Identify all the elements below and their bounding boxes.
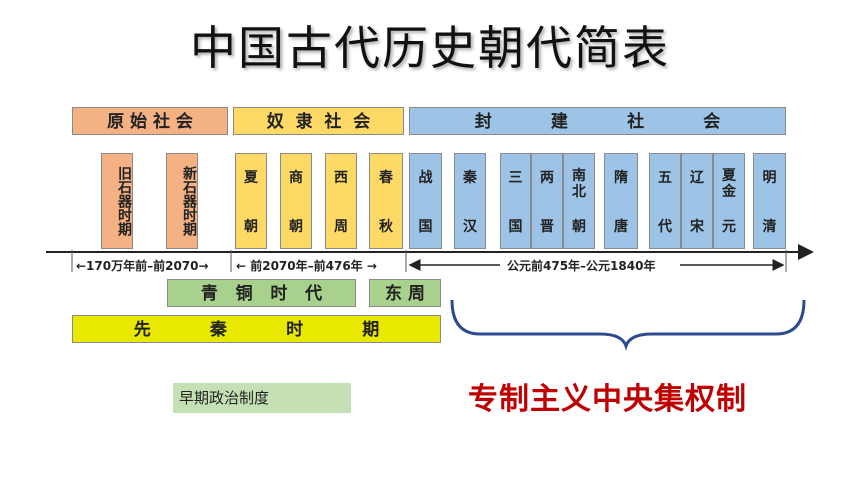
period-label-top: 两: [540, 170, 554, 186]
period-label-bottom: 朝: [289, 219, 303, 235]
period-label-bottom: 唐: [614, 219, 628, 235]
period-label-bottom: 晋: [540, 219, 554, 235]
period-label-top: 辽: [690, 170, 704, 186]
period-wudai: 五 代: [649, 153, 681, 249]
period-xizhou: 西 周: [325, 153, 357, 249]
bronze-age-band: 青 铜 时 代: [167, 279, 356, 307]
range-label-slave: ← 前2070年–前476年 →: [234, 257, 379, 274]
period-xia: 夏 朝: [235, 153, 267, 249]
period-label-bottom: 朝: [572, 219, 586, 235]
dongzhou-band: 东 周: [369, 279, 441, 307]
period-label-bottom: 国: [508, 219, 523, 235]
period-liangjin: 两 晋: [531, 153, 563, 249]
slave-society-band: 奴 隶 社 会: [233, 107, 404, 135]
period-label-top: 夏: [244, 170, 258, 186]
period-label-top: 隋: [614, 170, 628, 186]
brace: [450, 299, 806, 351]
period-label-top: 商: [289, 170, 303, 186]
period-label-top: 五: [658, 170, 672, 186]
period-label: 旧石器时期: [116, 166, 132, 236]
range-label-feudal: 公元前475年–公元1840年: [505, 257, 658, 274]
period-label-top: 春: [379, 170, 393, 186]
period-label-top: 西: [334, 170, 348, 186]
period-label-bottom: 周: [334, 219, 348, 235]
period-mingqing: 明 清: [753, 153, 786, 249]
period-label-top: 南 北: [572, 168, 586, 200]
period-paleolithic: 旧石器时期: [101, 153, 133, 249]
period-label-bottom: 清: [762, 219, 777, 235]
xianqin-band: 先 秦 时 期: [72, 315, 441, 343]
period-qinhan: 秦 汉: [454, 153, 486, 249]
early-political-system-label: 早期政治制度: [173, 383, 351, 413]
period-neolithic: 新石器时期: [166, 153, 198, 249]
period-label-bottom: 汉: [463, 219, 477, 235]
page-title: 中国古代历史朝代简表: [190, 21, 670, 75]
period-zhanguo: 战 国: [409, 153, 442, 249]
period-shang: 商 朝: [280, 153, 312, 249]
period-liaosong: 辽 宋: [681, 153, 713, 249]
period-sanguo: 三 国: [500, 153, 531, 249]
period-label-top: 夏 金: [722, 168, 736, 200]
period-suitang: 隋 唐: [604, 153, 638, 249]
period-label-bottom: 代: [658, 219, 672, 235]
period-label-top: 秦: [463, 170, 477, 186]
period-label-bottom: 宋: [690, 219, 704, 235]
primitive-society-band: 原 始 社 会: [72, 107, 228, 135]
period-chunqiu: 春 秋: [369, 153, 403, 249]
period-label-top: 三: [508, 170, 523, 186]
period-nanbeichao: 南 北 朝: [563, 153, 595, 249]
range-label-prehistoric: ←170万年前–前2070→: [74, 257, 211, 274]
period-xiajinyuan: 夏 金 元: [713, 153, 745, 249]
feudal-society-band: 封 建 社 会: [409, 107, 786, 135]
centralization-label: 专制主义中央集权制: [468, 382, 747, 417]
period-label-bottom: 秋: [379, 219, 393, 235]
period-label-top: 明: [762, 170, 777, 186]
period-label-bottom: 朝: [244, 219, 258, 235]
period-label-bottom: 国: [418, 219, 433, 235]
period-label-top: 战: [418, 170, 433, 186]
period-label: 新石器时期: [181, 166, 197, 236]
period-label-bottom: 元: [722, 219, 736, 235]
